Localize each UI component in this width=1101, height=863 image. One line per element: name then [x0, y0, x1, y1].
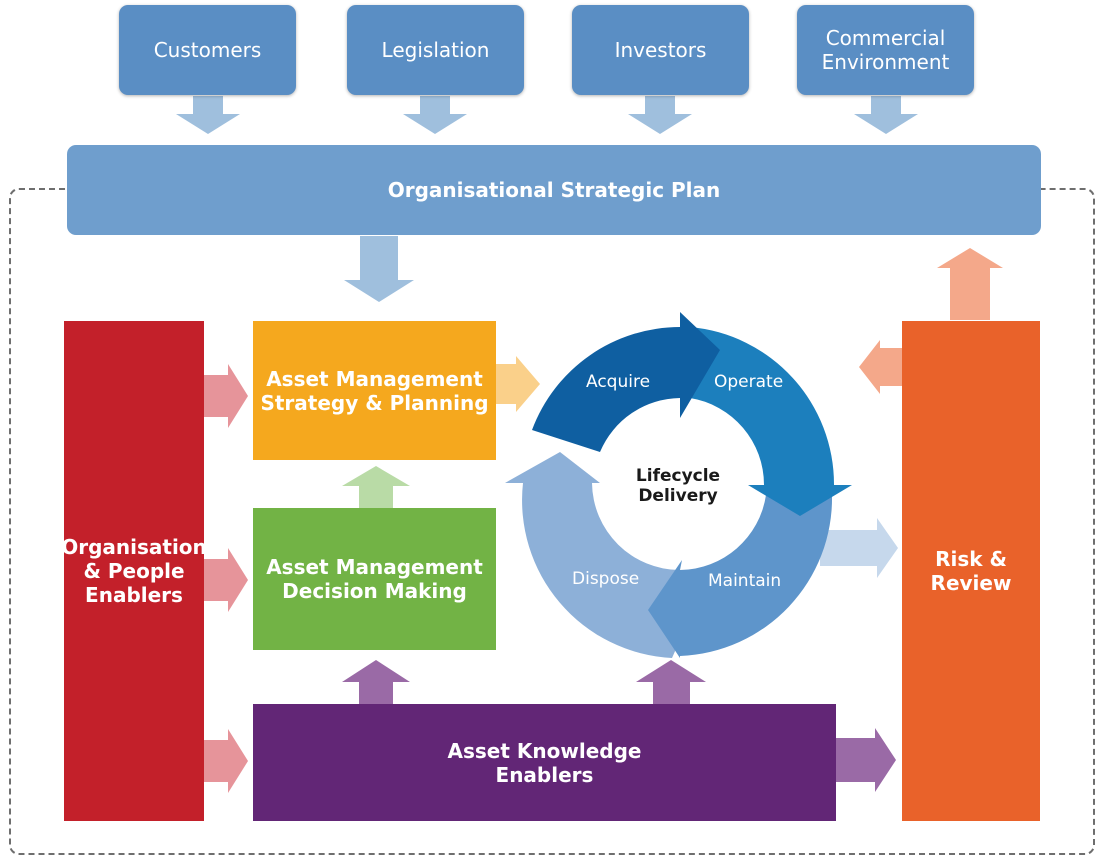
- arrow-customers-to-plan: [176, 96, 240, 134]
- risk-review-box: Risk & Review: [902, 321, 1040, 821]
- arrow-org-to-knowledge: [204, 729, 248, 793]
- arrow-org-to-decision: [204, 548, 248, 612]
- arrow-decision-to-strategy: [342, 466, 410, 508]
- arrow-org-to-strategy: [204, 364, 248, 428]
- stage-acquire-label: Acquire: [586, 372, 651, 392]
- maintain-segment: [648, 495, 833, 658]
- asset-knowledge-enablers-box: Asset Knowledge Enablers: [253, 704, 836, 821]
- operate-segment: [690, 327, 852, 516]
- org-people-enablers-box: Organisation & People Enablers: [61, 321, 207, 821]
- am-decision-making-box: Asset Management Decision Making: [253, 508, 496, 650]
- acquire-segment: [532, 312, 720, 452]
- arrow-investors-to-plan: [628, 96, 692, 134]
- arrow-plan-to-strategy: [344, 236, 414, 302]
- legislation-box: Legislation: [347, 5, 524, 95]
- arrow-strategy-to-lifecycle: [496, 356, 540, 412]
- customers-box: Customers: [119, 5, 296, 95]
- arrow-knowledge-to-decision: [342, 660, 410, 704]
- commercial-environment-box: Commercial Environment: [797, 5, 974, 95]
- arrow-legislation-to-plan: [403, 96, 467, 134]
- stage-dispose-label: Dispose: [572, 569, 640, 589]
- arrow-commercial-to-plan: [854, 96, 918, 134]
- arrow-risk-to-lifecycle: [859, 340, 902, 394]
- dispose-segment: [505, 452, 680, 658]
- stage-operate-label: Operate: [714, 372, 784, 392]
- arrow-risk-to-plan: [937, 248, 1003, 320]
- strategic-plan-bar: Organisational Strategic Plan: [67, 145, 1041, 235]
- lifecycle-delivery-label: Lifecycle Delivery: [635, 466, 721, 507]
- arrow-knowledge-to-risk: [836, 728, 896, 792]
- stage-maintain-label: Maintain: [708, 571, 782, 591]
- arrow-knowledge-to-lifecycle: [636, 660, 706, 704]
- arrow-lifecycle-to-risk: [820, 518, 898, 578]
- investors-box: Investors: [572, 5, 749, 95]
- am-strategy-planning-box: Asset Management Strategy & Planning: [253, 321, 496, 460]
